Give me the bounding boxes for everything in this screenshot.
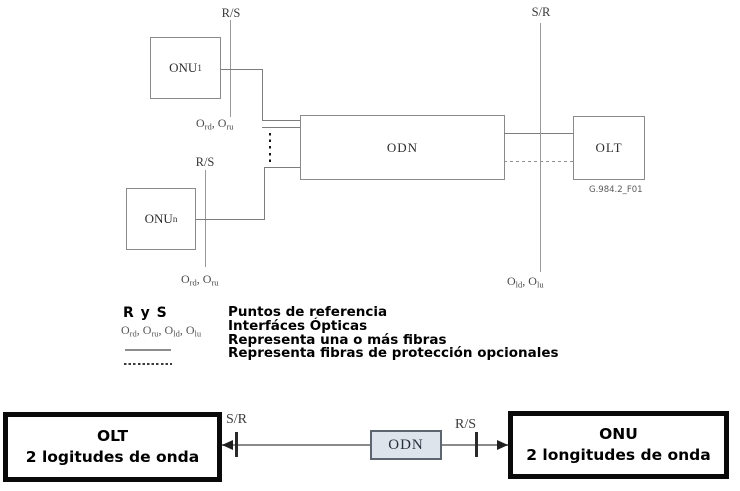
legend-fiber-line-sample: [125, 349, 171, 351]
label-part: , O: [158, 323, 174, 337]
figure-id-label: G.984.2_F01: [589, 185, 643, 195]
legend-desc-fibers: Representa una o más fibras: [228, 331, 447, 348]
legend-term-reference-points: R y S: [123, 305, 168, 321]
label-subscript: ru: [211, 277, 219, 288]
label-subscript: rd: [204, 121, 212, 132]
arrow-right-icon: [497, 440, 508, 450]
legend-desc-reference-points: Puntos de referencia: [228, 304, 388, 320]
onu1-fiber-to-odn-upper: [262, 120, 301, 121]
odn-box: ODN: [300, 115, 505, 180]
legend-protection-fiber-sample: [124, 363, 172, 365]
onun-fiber-to-odn: [264, 167, 301, 168]
label-subscript: rd: [129, 328, 137, 339]
label-part: , O: [196, 272, 212, 286]
onu1-fiber-vertical: [262, 69, 263, 121]
olt-box: OLT: [573, 116, 645, 180]
arrow-left-icon: [222, 440, 233, 450]
label-part: , O: [211, 116, 227, 130]
reference-line-rs-bottom: [205, 170, 206, 267]
legend-term-optical-interfaces: Ord, Oru, Old, Olu: [121, 323, 201, 338]
label-subscript: lu: [536, 279, 544, 290]
label-subscript: ru: [151, 328, 159, 339]
odn-small-label: ODN: [388, 436, 424, 453]
reference-point-sr-label: S/R: [531, 5, 551, 19]
label-part: O: [181, 272, 190, 286]
olt-wavelength-title: OLT: [96, 427, 129, 445]
label-part: , O: [522, 274, 537, 288]
label-subscript: ld: [173, 328, 180, 339]
onu1-label: ONU: [169, 60, 198, 75]
sr-tick-mark: [235, 432, 238, 457]
label-part: O: [196, 116, 205, 130]
label-subscript: ru: [226, 121, 234, 132]
label-part: O: [121, 323, 130, 337]
odn-label: ODN: [386, 139, 419, 155]
odn-olt-protection-fiber-dashed: [504, 161, 574, 162]
label-subscript: rd: [189, 277, 197, 288]
label-part: , O: [179, 323, 195, 337]
olt-onu-link-line: [220, 444, 510, 446]
olt-wavelength-subtitle: 2 logitudes de onda: [25, 448, 200, 466]
more-onus-ellipsis-dots: [269, 133, 271, 165]
onu-wavelength-subtitle: 2 longitudes de onda: [526, 446, 711, 464]
legend-descriptions: Puntos de referencia Interfáces Ópticas …: [228, 304, 559, 362]
legend-desc-optical-interfaces: Interfáces Ópticas: [228, 317, 368, 334]
label-part: O: [507, 274, 516, 288]
reference-point-rs-bottom-label: R/S: [195, 155, 215, 169]
odn-small-box: ODN: [370, 430, 442, 460]
label-part: , O: [136, 323, 152, 337]
onu-wavelength-title: ONU: [599, 425, 638, 443]
old-olu-label: Old, Olu: [507, 274, 544, 289]
label-subscript: ld: [515, 279, 523, 290]
reference-line-rs-top: [230, 20, 231, 117]
onun-fiber-vertical: [264, 167, 265, 220]
onu1-fiber-to-odn-lower: [262, 127, 301, 128]
label-subscript: lu: [194, 328, 202, 339]
reference-line-sr: [540, 23, 541, 272]
onu1-fiber-horizontal: [221, 69, 262, 70]
onun-fiber-horizontal: [196, 219, 265, 220]
rs-tick-mark: [475, 432, 478, 457]
onun-label: ONU: [144, 211, 173, 226]
reference-point-rs-top-label: R/S: [221, 6, 241, 20]
onu-wavelength-box: ONU 2 longitudes de onda: [508, 411, 729, 479]
ord-oru-label-bottom: Ord, Oru: [181, 272, 219, 287]
sr-interface-label: S/R: [226, 412, 248, 427]
rs-interface-label: R/S: [455, 417, 477, 432]
olt-label: OLT: [595, 140, 623, 155]
ord-oru-label-top: Ord, Oru: [196, 116, 234, 131]
olt-wavelength-box: OLT 2 logitudes de onda: [3, 412, 222, 482]
odn-olt-fiber-solid: [504, 133, 574, 134]
legend-desc-protection-fibers: Representa fibras de protección opcional…: [228, 345, 559, 362]
